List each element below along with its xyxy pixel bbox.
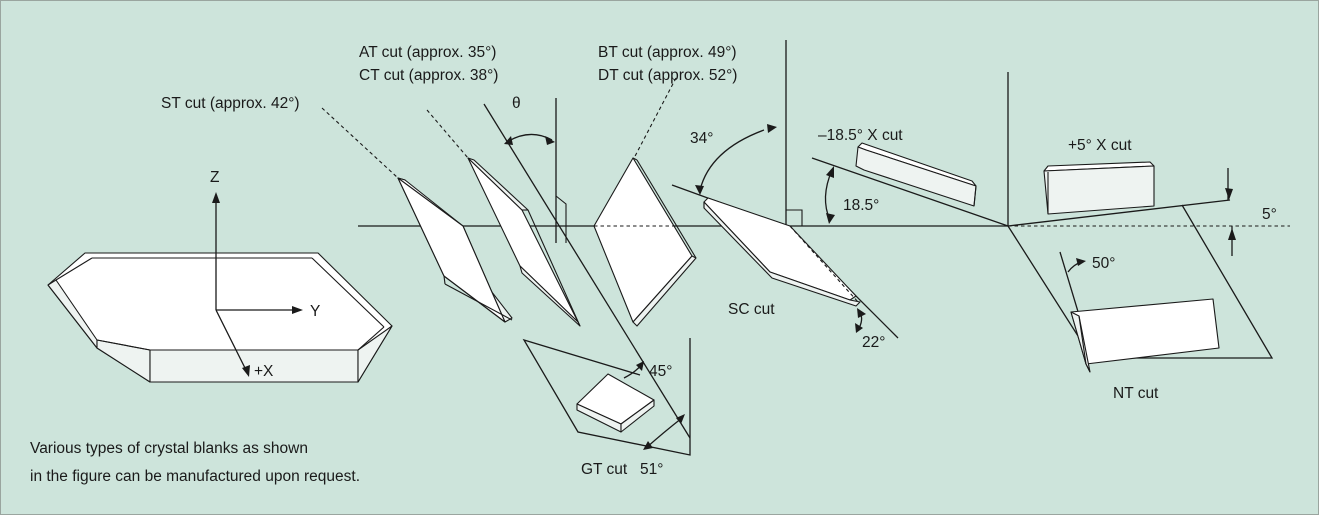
x-neg-arrow2-icon [826,166,834,178]
z-arrow-icon [212,192,220,203]
ct-cut-label: CT cut (approx. 38°) [359,67,498,84]
x-pos-angle-label: 5° [1262,206,1277,223]
at-cut-label: AT cut (approx. 35°) [359,44,496,61]
at-ct-cut-plate [426,109,581,327]
gt-51-label: 51° [640,461,663,478]
x-pos-arrow-icon [1225,188,1233,200]
x-pos-cut-label: +5° X cut [1068,137,1132,154]
gt-cut [522,338,691,456]
nt-cut [1007,204,1274,373]
sc-34-arc [699,129,765,191]
x-axis [215,309,247,371]
x-neg-arrow-icon [826,213,835,224]
x-neg-angle-label: 18.5° [843,197,879,214]
st-cut-label: ST cut (approx. 42°) [161,95,300,112]
x-axis-label: +X [254,363,274,380]
nt-50-label: 50° [1092,255,1115,272]
st-cut-plate [321,107,513,323]
at-cut-line [483,103,691,439]
bt-dt-cut-plate [593,77,697,327]
dt-cut-label: DT cut (approx. 52°) [598,67,737,84]
axes [212,192,303,377]
note-line-2: in the figure can be manufactured upon r… [30,468,360,485]
x-neg-cut-label: –18.5° X cut [818,127,903,144]
x-neg-line [811,157,1009,227]
theta-label: θ [512,95,521,112]
sc-cut-label: SC cut [728,301,775,318]
x-pos-tilted-line [1007,199,1231,227]
sc-right-angle [786,209,803,226]
x-cut-negative [811,142,1009,227]
x-cut-positive [1007,72,1290,256]
nt-cut-label: NT cut [1113,385,1159,402]
sc-22-label: 22° [862,334,885,351]
sc-34-arrow2-icon [767,124,777,133]
gt-45-arrow-icon [636,361,644,371]
sc-34-label: 34° [690,130,713,147]
x-arrow-icon [242,365,250,377]
theta-arrow-right-icon [545,136,555,145]
note-line-1: Various types of crystal blanks as shown [30,440,308,457]
sc-cut [671,40,899,339]
gt-51-arrow-right-icon [676,414,685,424]
sc-34-arrow-icon [695,185,704,195]
sc-22-arrow-icon [855,323,863,333]
y-axis-label: Y [310,303,320,320]
right-angle-marker [555,195,567,243]
nt-outline [1007,204,1274,359]
y-arrow-icon [292,306,303,314]
gt-51-arrow-left-icon [643,441,653,450]
sc-22-arrow2-icon [857,308,866,318]
theta-arrow-left-icon [504,136,513,145]
nt-50-arrow-icon [1076,258,1086,266]
z-axis-label: Z [210,169,219,186]
bt-cut-label: BT cut (approx. 49°) [598,44,737,61]
x-pos-arrow2-icon [1228,228,1236,240]
gt-45-label: 45° [649,363,672,380]
gt-cut-label: GT cut [581,461,628,478]
